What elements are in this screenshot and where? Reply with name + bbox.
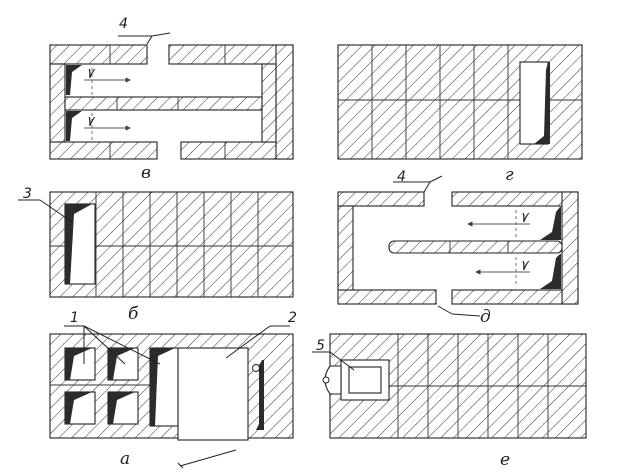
- wall-left: [337, 205, 354, 291]
- label-g: г: [505, 165, 514, 185]
- callout-3: 3: [23, 186, 32, 202]
- panel-a: 1 2 а: [49, 310, 297, 469]
- callout-4-mid: 4: [397, 169, 406, 185]
- panel-e: 5 е: [312, 333, 587, 470]
- wall-right-inner: [261, 63, 277, 143]
- soot-deposit: [66, 111, 82, 141]
- label-d: д: [480, 307, 491, 327]
- callout-4-top: 4: [119, 16, 128, 32]
- svg-text:٧: ٧: [520, 210, 530, 226]
- firebox-opening: [519, 61, 549, 145]
- soot-deposit: [150, 348, 175, 426]
- wall-bottom-right: [451, 289, 579, 305]
- soot-deposit: [534, 62, 550, 144]
- soot-deposit: [66, 65, 82, 95]
- soot-deposit: [108, 392, 135, 424]
- wall-top-right: [451, 191, 579, 207]
- svg-text:٧: ٧: [86, 66, 96, 82]
- panel-v: ٧ ٧ 4 в: [49, 16, 294, 183]
- wall-left: [49, 63, 66, 143]
- wall-right: [275, 44, 294, 160]
- wall-bottom-left: [337, 289, 437, 305]
- label-v: в: [141, 163, 151, 183]
- soot-deposit: [65, 392, 92, 424]
- soot-deposit: [540, 207, 561, 240]
- partition: [64, 96, 263, 111]
- soot-deposit: [65, 348, 92, 380]
- partition: [388, 240, 563, 254]
- callout-2: 2: [288, 310, 297, 326]
- door-handle: [252, 364, 260, 372]
- wall-top-right: [168, 44, 294, 65]
- wall-right: [561, 191, 579, 305]
- panel-b: 3 б: [18, 186, 294, 324]
- callout-1: 1: [70, 310, 79, 326]
- soot-deposit: [65, 204, 92, 284]
- panel-d: ٧ ٧ 4 д: [337, 169, 579, 327]
- label-e: е: [500, 450, 510, 470]
- soot-deposit: [108, 348, 135, 380]
- callout-5: 5: [316, 338, 325, 354]
- panel-g: г: [337, 44, 583, 185]
- wall-top-left: [49, 44, 148, 65]
- cleanout-door-inner: [348, 366, 382, 394]
- svg-text:٧: ٧: [86, 114, 96, 130]
- soot-deposit: [540, 254, 561, 289]
- label-a: а: [120, 449, 130, 469]
- label-b: б: [128, 304, 139, 324]
- svg-text:٧: ٧: [520, 258, 530, 274]
- wall-top-left: [337, 191, 425, 207]
- wall-bottom-left: [49, 141, 158, 160]
- soot-deposit: [256, 360, 264, 430]
- firebox: [177, 347, 249, 441]
